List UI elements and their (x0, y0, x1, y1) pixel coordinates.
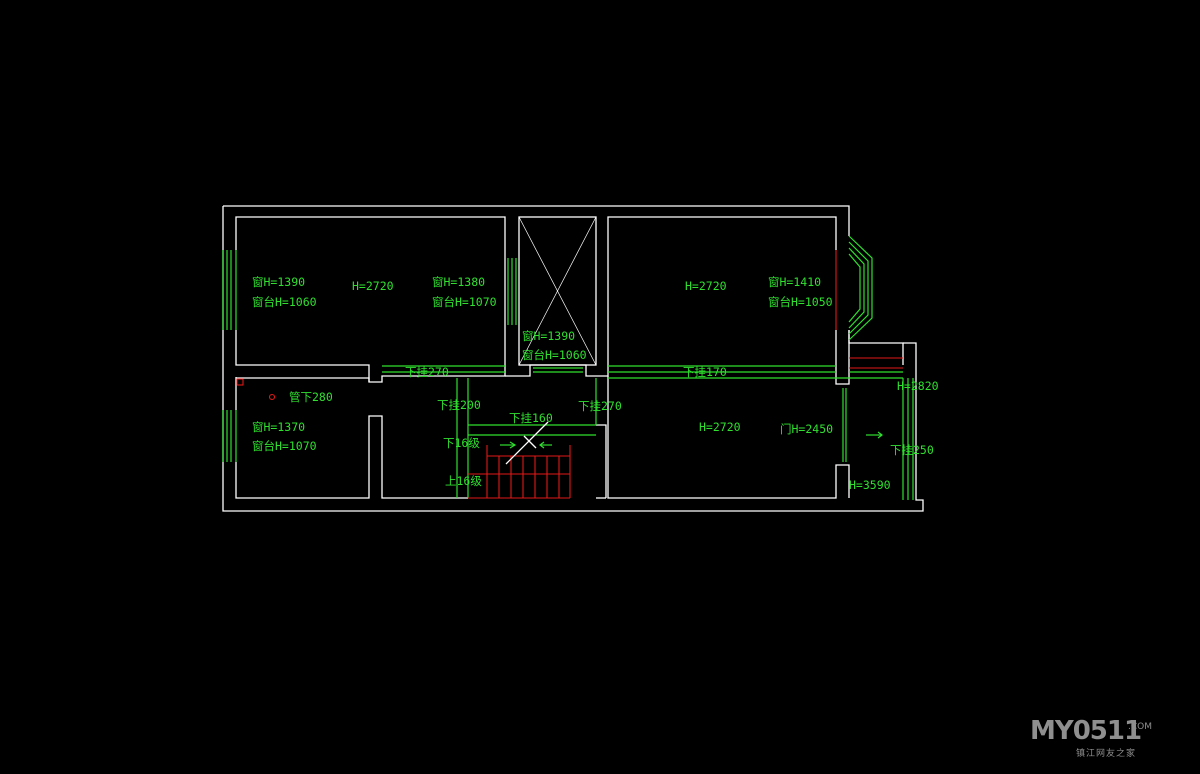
windows-and-beams (222, 235, 914, 500)
label-balcony-3590: H=3590 (849, 478, 891, 492)
label-down-16: 下16级 (443, 436, 480, 450)
label-beam-270-right: 下挂270 (578, 399, 622, 413)
watermark-subtitle: 镇江网友之家 (1076, 749, 1137, 759)
watermark-domain: .COM (1128, 722, 1152, 732)
label-beam-270-left: 下挂270 (405, 365, 449, 379)
label-beam-200: 下挂200 (437, 398, 481, 412)
label-small-window: 窗H=1370 (252, 420, 305, 434)
site-watermark: MY0511 .COM 镇江网友之家 (1030, 716, 1170, 760)
staircase (236, 250, 903, 499)
label-bath-window: 窗H=1390 (522, 329, 575, 343)
label-beam-170: 下挂170 (683, 365, 727, 379)
label-bed1-window: 窗H=1390 (252, 275, 305, 289)
label-bed2-window: 窗H=1410 (768, 275, 821, 289)
label-small-sill: 窗台H=1070 (252, 439, 317, 453)
label-bed1-window2: 窗H=1380 (432, 275, 485, 289)
label-bed1-sill2: 窗台H=1070 (432, 295, 497, 309)
label-bed1-height: H=2720 (352, 279, 394, 293)
label-door-height: 门H=2450 (780, 422, 833, 436)
label-bed1-sill: 窗台H=1060 (252, 295, 317, 309)
label-beam-250: 下挂250 (890, 443, 934, 457)
label-bed2-height: H=2720 (685, 279, 727, 293)
label-bath-sill: 窗台H=1060 (522, 348, 587, 362)
annotations: 窗H=1390 窗台H=1060 H=2720 窗H=1380 窗台H=1070… (252, 275, 939, 492)
label-beam-160: 下挂160 (509, 411, 553, 425)
label-balcony-2820: H=2820 (897, 379, 939, 393)
watermark-brand: MY0511 (1030, 716, 1142, 746)
label-living-height: H=2720 (699, 420, 741, 434)
walls (222, 205, 924, 512)
label-pipe-280: 管下280 (289, 390, 333, 404)
label-bed2-sill: 窗台H=1050 (768, 295, 833, 309)
label-up-16: 上16级 (445, 474, 482, 488)
